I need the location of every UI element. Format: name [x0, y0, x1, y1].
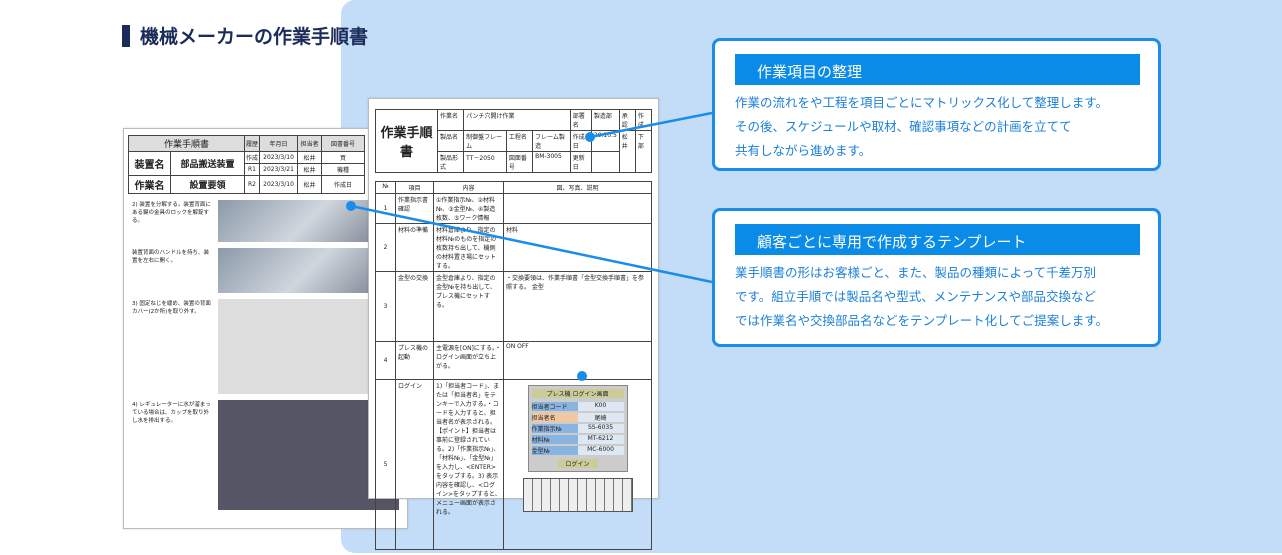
step-text: 装置背面のハンドルを持ち、装置を左右に開く。 — [132, 250, 210, 264]
callout-work-items: 作業項目の整理 作業の流れをや工程を項目ごとにマトリックス化して整理します。 そ… — [712, 38, 1161, 171]
value: 部品搬送装置 — [169, 151, 246, 176]
callout-heading: 作業項目の整理 — [735, 54, 1140, 85]
callout-templates: 顧客ごとに専用で作成するテンプレート 業手順書の形はお客様ごと、また、製品の種類… — [712, 208, 1161, 347]
step-text: 2) 装置を分解する。装置背面にある鍵の金具のロックを解錠する。 — [132, 202, 211, 224]
connector-line-2 — [350, 204, 713, 284]
label: 工程名 — [505, 130, 534, 152]
step-text: 4) レギュレーターに水が溜まっている場合は、カップを取り外し水を排出する。 — [132, 402, 211, 424]
table-cell: 金型の交換 — [395, 271, 434, 342]
title-text: 機械メーカーの作業手順書 — [140, 26, 369, 48]
connector-dot-3 — [577, 371, 587, 381]
login-label: 担当者名 — [531, 413, 578, 422]
label: 装置名 — [128, 151, 171, 176]
value: 設置要領 — [169, 175, 246, 194]
connector-line-1 — [589, 111, 713, 139]
doc-title: 作業手順書 — [375, 109, 438, 173]
title-bar-marker — [122, 24, 130, 47]
cell: R2 — [244, 175, 261, 194]
login-label: 材料№ — [531, 435, 578, 444]
label: 製品形式 — [436, 151, 465, 173]
login-button: ログイン — [557, 459, 598, 468]
label: 図面番号 — [505, 151, 534, 173]
table-cell: 1)「担当者コード」、または「担当者名」をテンキーで入力する。・コードを入力する… — [433, 379, 504, 550]
value: 下部 — [634, 130, 653, 173]
login-value: K00 — [577, 402, 624, 411]
label: 更新日 — [569, 151, 592, 173]
label: 作業名 — [128, 175, 171, 194]
table-cell: ログイン — [395, 379, 434, 550]
login-value: MT-6212 — [577, 435, 624, 444]
header: 担当者 — [297, 135, 323, 152]
doc-title: 作業手順書 — [127, 135, 246, 152]
login-title: プレス機 ログイン画面 — [531, 389, 624, 398]
login-value: 尾崎 — [577, 413, 624, 422]
page-title: 機械メーカーの作業手順書 — [122, 22, 368, 49]
step-text: 3) 固定ねじを緩め、装置の背面カバー(2か所)を取り外す。 — [132, 301, 211, 315]
table-cell: 金型倉庫より、指定の金型№を持ち出して、プレス機にセットする。 — [433, 271, 504, 342]
login-label: 作業指示№ — [531, 424, 578, 433]
login-value: SS-6035 — [577, 424, 624, 433]
callout-body: 業手順書の形はお客様ごと、また、製品の種類によって千差万別 です。組立手順では製… — [735, 265, 1109, 328]
login-label: 担当者コード — [531, 402, 578, 411]
table-cell: ①作業指示№、②材料№、③金型№、④製造枚数、⑤ワーク情報 — [433, 193, 504, 224]
header: 図書番号 — [321, 135, 366, 152]
cell: 作成日 — [321, 175, 366, 194]
connector-dot-1 — [585, 132, 595, 142]
callout-body: 作業の流れをや工程を項目ごとにマトリックス化して整理します。 その後、スケジュー… — [735, 95, 1109, 158]
label: 部署名 — [569, 109, 592, 131]
value — [590, 151, 620, 173]
login-label: 金型№ — [531, 446, 578, 455]
table-cell: ON OFF — [503, 341, 652, 380]
connector-dot-2 — [346, 201, 356, 211]
table-cell: 主電源を[ON]にする。・ログイン画面が立ち上がる。 — [433, 341, 504, 380]
table-cell: ・交換要領は、作業手順書「金型交換手順書」を参照する。 金型 — [503, 271, 652, 342]
keyboard-image — [522, 478, 633, 512]
callout-heading: 顧客ごとに専用で作成するテンプレート — [735, 224, 1140, 255]
login-value: MC-6000 — [577, 446, 624, 455]
